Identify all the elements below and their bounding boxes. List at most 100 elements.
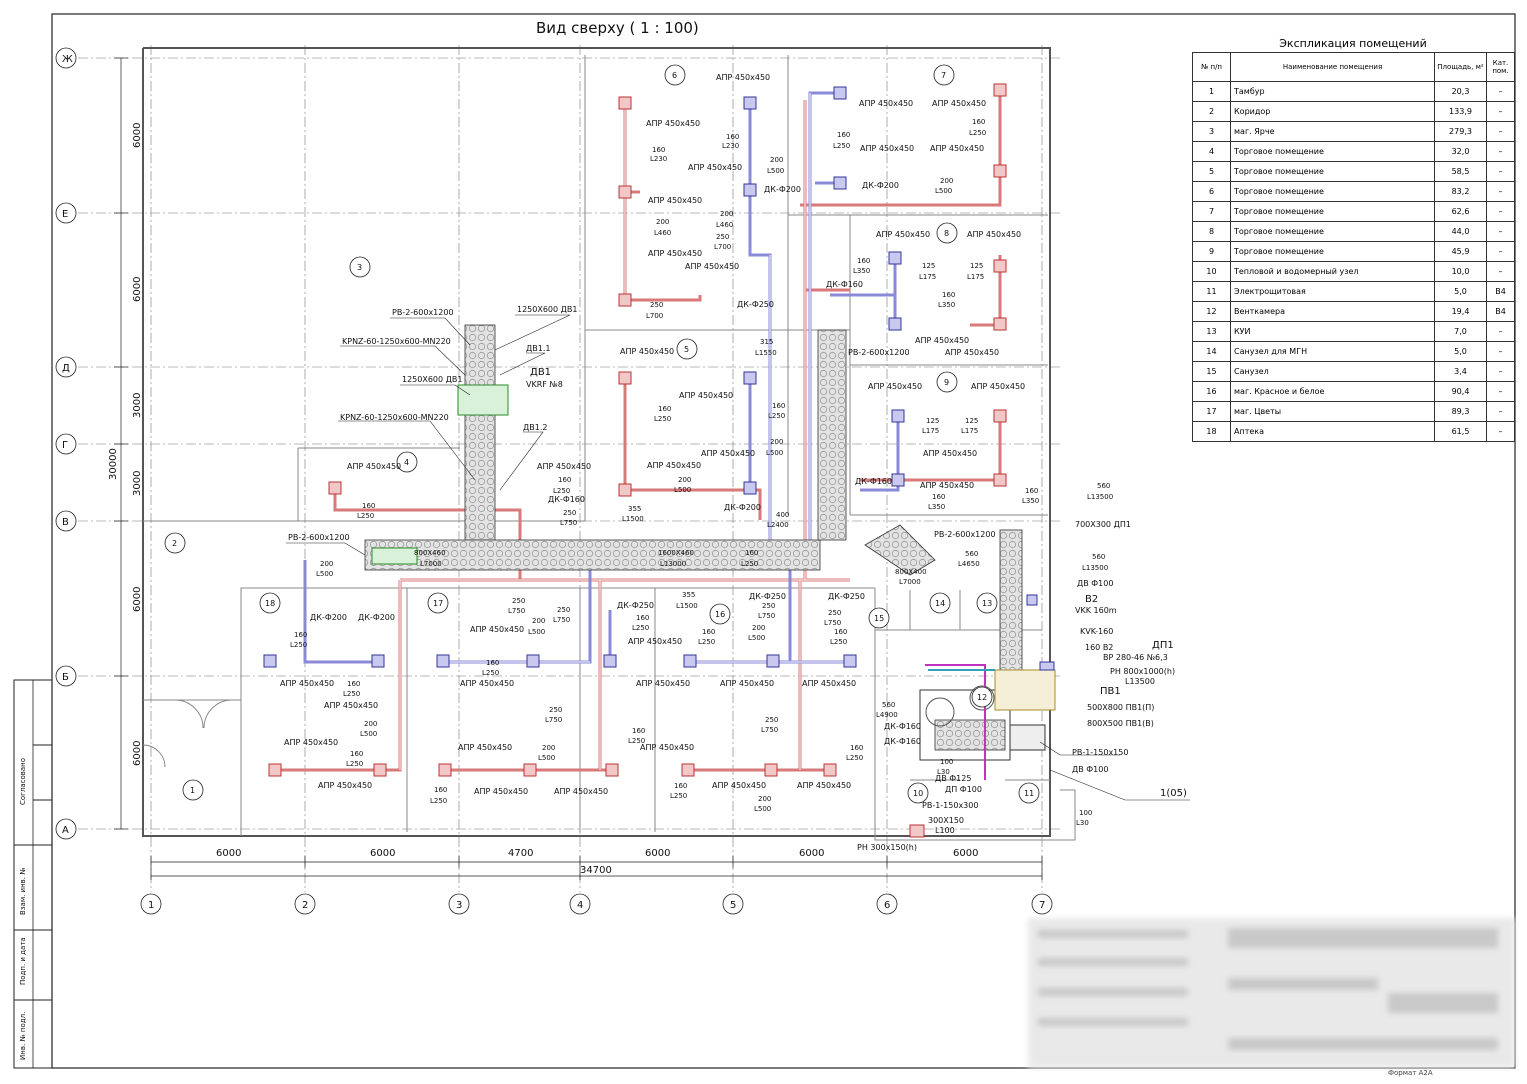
room-number: 17 xyxy=(433,599,443,608)
label: 200 xyxy=(770,438,783,446)
label: АПР 450х450 xyxy=(318,781,372,790)
label: ДВ Ф100 xyxy=(1072,765,1108,774)
label: L230 xyxy=(722,142,739,150)
axis-label: В xyxy=(62,517,69,528)
label: 315 xyxy=(760,338,773,346)
label: 200 xyxy=(720,210,733,218)
stamp-sign: Подп. и дата xyxy=(19,937,27,985)
label: 1600Х460 xyxy=(658,549,694,557)
label: АПР 450х450 xyxy=(859,99,913,108)
dim-bottom-total: 34700 xyxy=(580,865,612,876)
room-category: В4 xyxy=(1486,281,1515,302)
label: АПР 450х450 xyxy=(648,196,702,205)
room-name: Торговое помещение xyxy=(1230,241,1435,262)
label: L13500 xyxy=(1082,564,1108,572)
axis-label: Б xyxy=(62,672,69,683)
label: VKK 160m xyxy=(1075,606,1117,615)
label: 160 xyxy=(434,786,447,794)
room-name: Торговое помещение xyxy=(1230,141,1435,162)
label: ДК-Ф250 xyxy=(617,601,654,610)
label: 800Х500 ПВ1(В) xyxy=(1087,719,1154,728)
label: L750 xyxy=(761,726,778,734)
label: KPNZ-60-1250х600-MN220 xyxy=(342,337,451,346)
axis-label: 3 xyxy=(456,900,462,911)
label: РВ-1-150х300 xyxy=(922,801,978,810)
label: АПР 450х450 xyxy=(967,230,1021,239)
room-category: – xyxy=(1486,161,1515,182)
room-category: – xyxy=(1486,101,1515,122)
room-area: 83,2 xyxy=(1434,181,1487,202)
room-index: 18 xyxy=(1192,421,1231,442)
label: ДК-Ф160 xyxy=(826,280,863,289)
label: АПР 450х450 xyxy=(284,738,338,747)
label: L13500 xyxy=(1087,493,1113,501)
label: 160 xyxy=(674,782,687,790)
grid-axes xyxy=(78,45,1060,892)
label: 160 xyxy=(857,257,870,265)
label: 560 xyxy=(882,701,895,709)
room-number: 14 xyxy=(935,599,945,608)
room-area: 3,4 xyxy=(1434,361,1487,382)
label: АПР 450х450 xyxy=(971,382,1025,391)
label: L250 xyxy=(741,560,758,568)
label: L1550 xyxy=(755,349,777,357)
label: 250 xyxy=(716,233,729,241)
room-name: маг. Ярче xyxy=(1230,121,1435,142)
label: 125 xyxy=(970,262,983,270)
label: 1250Х600 ДВ1 xyxy=(402,375,462,384)
label: РВ-2-600х1200 xyxy=(288,533,350,542)
label: АПР 450х450 xyxy=(802,679,856,688)
room-name: Торговое помещение xyxy=(1230,181,1435,202)
dimensions-bottom: 6000 6000 4700 6000 6000 6000 34700 xyxy=(150,848,1043,880)
label: L500 xyxy=(528,628,545,636)
room-area: 89,3 xyxy=(1434,401,1487,422)
label: 200 xyxy=(678,476,691,484)
label: 355 xyxy=(682,591,695,599)
sheet-frame xyxy=(51,13,1516,1069)
room-schedule-title: Экспликация помещений xyxy=(1279,37,1427,50)
label: 125 xyxy=(965,417,978,425)
label: РВ-2-600х1200 xyxy=(392,308,454,317)
room-number: 12 xyxy=(977,693,987,702)
label: 160 В2 xyxy=(1085,643,1113,652)
label: 400 xyxy=(776,511,789,519)
label: ДК-Ф200 xyxy=(862,181,899,190)
label: АПР 450х450 xyxy=(324,701,378,710)
label: РВ-2-600х1200 xyxy=(848,348,910,357)
room-number: 8 xyxy=(944,229,949,238)
label: 250 xyxy=(650,301,663,309)
label: 1250Х600 ДВ1 xyxy=(517,305,577,314)
room-area: 45,9 xyxy=(1434,241,1487,262)
stamp-replaced: Взам. инв. № xyxy=(19,867,27,915)
label: L350 xyxy=(853,267,870,275)
label: L500 xyxy=(767,167,784,175)
room-index: 11 xyxy=(1192,281,1231,302)
label: L30 xyxy=(937,768,950,776)
label: L13000 xyxy=(660,560,686,568)
room-area: 62,6 xyxy=(1434,201,1487,222)
room-category: – xyxy=(1486,361,1515,382)
label: 160 xyxy=(745,549,758,557)
label: 800Х460 xyxy=(414,549,446,557)
label: 160 xyxy=(772,402,785,410)
label: 200 xyxy=(656,218,669,226)
room-index: 1 xyxy=(1192,81,1231,102)
label: L13500 xyxy=(1125,677,1155,686)
walls xyxy=(142,47,1076,841)
label: АПР 450х450 xyxy=(945,348,999,357)
label: РВ-1-150х150 xyxy=(1072,748,1128,757)
room-category: – xyxy=(1486,141,1515,162)
label: 300Х150 xyxy=(928,816,964,825)
label: 160 xyxy=(837,131,850,139)
room-index: 4 xyxy=(1192,141,1231,162)
label: L250 xyxy=(632,624,649,632)
label: ДВ1 xyxy=(530,367,551,378)
room-category: – xyxy=(1486,81,1515,102)
